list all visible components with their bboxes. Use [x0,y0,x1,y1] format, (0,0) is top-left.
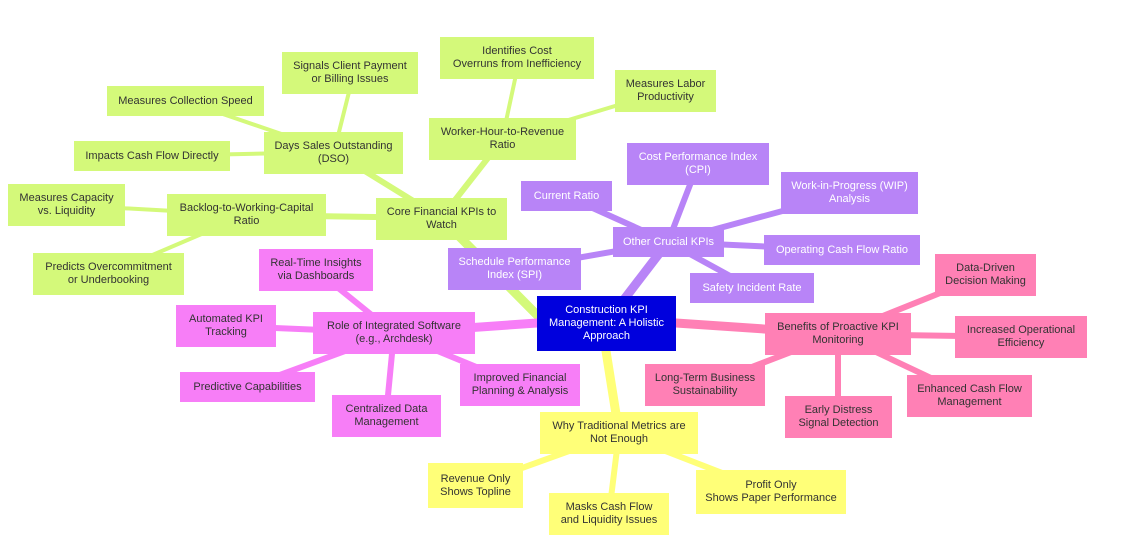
revenue-only-node[interactable]: Revenue Only Shows Topline [428,463,523,508]
predictive-capabilities-node[interactable]: Predictive Capabilities [180,372,315,402]
worker-hour-revenue-node[interactable]: Worker-Hour-to-Revenue Ratio [429,118,576,160]
operating-cash-flow-node[interactable]: Operating Cash Flow Ratio [764,235,920,265]
impacts-cash-flow-node[interactable]: Impacts Cash Flow Directly [74,141,230,171]
operational-efficiency-node[interactable]: Increased Operational Efficiency [955,316,1087,358]
improved-financial-planning-node[interactable]: Improved Financial Planning & Analysis [460,364,580,406]
safety-incident-rate-node[interactable]: Safety Incident Rate [690,273,814,303]
traditional-metrics-node[interactable]: Why Traditional Metrics are Not Enough [540,412,698,454]
realtime-insights-node[interactable]: Real-Time Insights via Dashboards [259,249,373,291]
signals-client-payment-node[interactable]: Signals Client Payment or Billing Issues [282,52,418,94]
cpi-node[interactable]: Cost Performance Index (CPI) [627,143,769,185]
long-term-sustainability-node[interactable]: Long-Term Business Sustainability [645,364,765,406]
profit-only-node[interactable]: Profit Only Shows Paper Performance [696,470,846,514]
measures-collection-speed-node[interactable]: Measures Collection Speed [107,86,264,116]
integrated-software-node[interactable]: Role of Integrated Software (e.g., Archd… [313,312,475,354]
dso-node[interactable]: Days Sales Outstanding (DSO) [264,132,403,174]
wip-analysis-node[interactable]: Work-in-Progress (WIP) Analysis [781,172,918,214]
early-distress-node[interactable]: Early Distress Signal Detection [785,396,892,438]
cash-flow-management-node[interactable]: Enhanced Cash Flow Management [907,375,1032,417]
spi-node[interactable]: Schedule Performance Index (SPI) [448,248,581,290]
automated-tracking-node[interactable]: Automated KPI Tracking [176,305,276,347]
data-driven-node[interactable]: Data-Driven Decision Making [935,254,1036,296]
backlog-ratio-node[interactable]: Backlog-to-Working-Capital Ratio [167,194,326,236]
centralized-data-node[interactable]: Centralized Data Management [332,395,441,437]
root-node[interactable]: Construction KPI Management: A Holistic … [537,296,676,351]
predicts-overcommitment-node[interactable]: Predicts Overcommitment or Underbooking [33,253,184,295]
current-ratio-node[interactable]: Current Ratio [521,181,612,211]
core-financial-kpis-node[interactable]: Core Financial KPIs to Watch [376,198,507,240]
other-crucial-kpis-node[interactable]: Other Crucial KPIs [613,227,724,257]
identifies-cost-overruns-node[interactable]: Identifies Cost Overruns from Inefficien… [440,37,594,79]
benefits-node[interactable]: Benefits of Proactive KPI Monitoring [765,313,911,355]
measures-labor-productivity-node[interactable]: Measures Labor Productivity [615,70,716,112]
measures-capacity-node[interactable]: Measures Capacity vs. Liquidity [8,184,125,226]
masks-cash-flow-node[interactable]: Masks Cash Flow and Liquidity Issues [549,493,669,535]
